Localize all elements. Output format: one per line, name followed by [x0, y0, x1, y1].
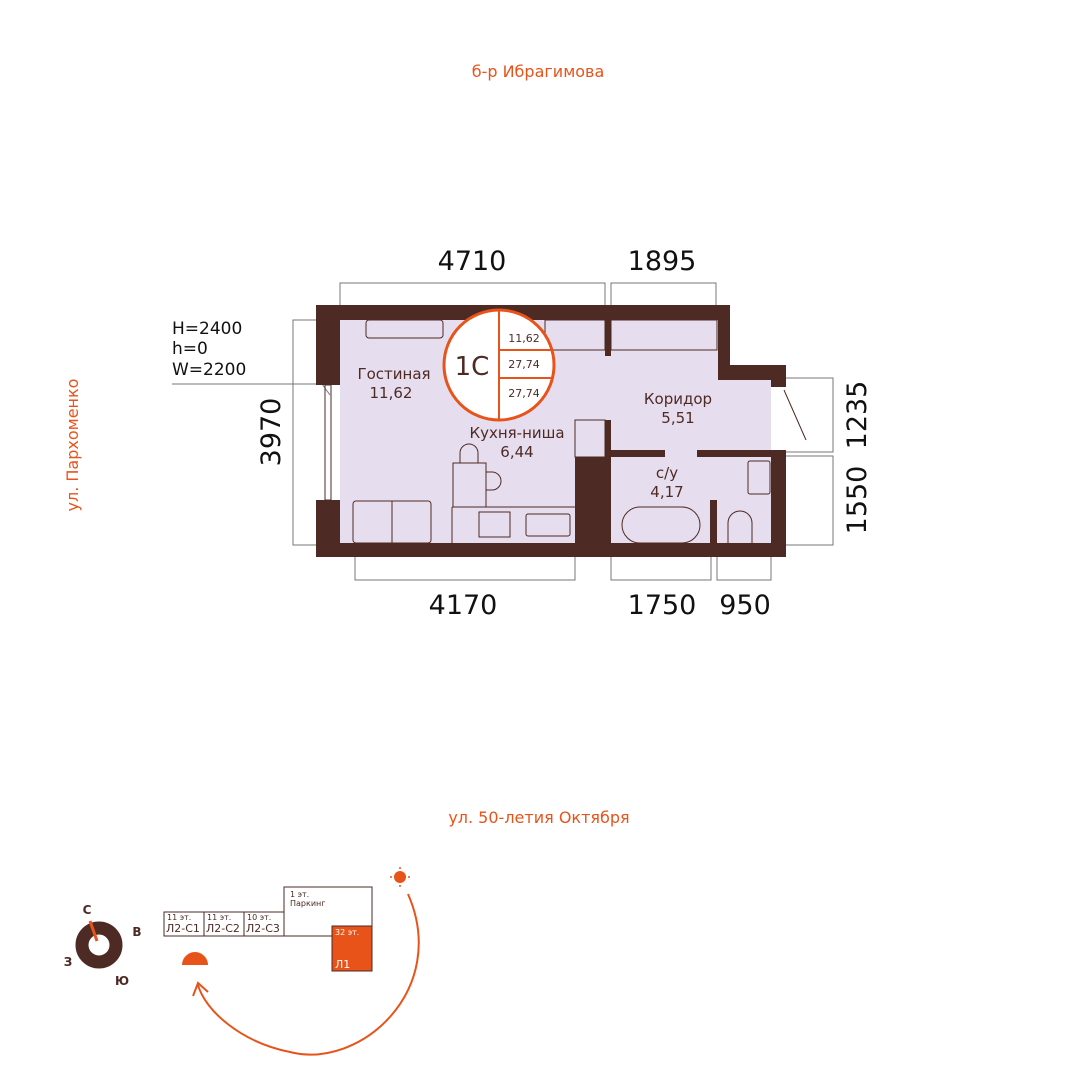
total-area-2: 27,74: [508, 387, 540, 400]
room-area: 6,44: [500, 443, 533, 461]
building-floors: 11 эт.: [167, 913, 191, 922]
entrance-door: [783, 389, 807, 441]
window-width: W=2200: [172, 360, 246, 380]
sunrise-icon: [182, 952, 208, 965]
street-left-label: ул. Пархоменко: [63, 379, 82, 512]
building-floors: 32 эт.: [335, 928, 359, 937]
dimension-bottom-right: 950: [719, 590, 771, 621]
compass-west: З: [64, 955, 73, 969]
room-name: с/у: [656, 464, 678, 482]
dimension-top-left: 4710: [438, 246, 507, 277]
street-bottom-label: ул. 50-летия Октября: [448, 808, 629, 827]
dimension-right-bottom: 1550: [842, 466, 873, 535]
dimension-bottom-left: 4170: [429, 590, 498, 621]
compass-north: С: [83, 903, 92, 917]
room-area: 4,17: [650, 483, 683, 501]
total-area: 27,74: [508, 358, 540, 371]
dimension-top-right: 1895: [628, 246, 697, 277]
building-label: Л1: [335, 958, 350, 971]
apartment-badge: 1С 11,62 27,74 27,74: [442, 308, 556, 422]
dimension-bottom-mid: 1750: [628, 590, 697, 621]
building-floors: 10 эт.: [247, 913, 271, 922]
street-top-label: б-р Ибрагимова: [472, 62, 605, 81]
compass-east: В: [132, 925, 141, 939]
dimension-right-top: 1235: [842, 381, 873, 450]
room-name: Гостиная: [357, 365, 430, 383]
compass-south: Ю: [115, 974, 129, 988]
building-label: Л2-С3: [246, 922, 280, 935]
bathtub-icon: [621, 506, 701, 544]
stove-icon: [478, 511, 511, 538]
living-area: 11,62: [508, 332, 540, 345]
apartment-type: 1С: [455, 352, 490, 382]
site-plan: [163, 886, 373, 972]
site-plan-labels: 11 эт. Л2-С1 11 эт. Л2-С2 10 эт. Л2-С3 1…: [166, 890, 359, 971]
window-sill: h=0: [172, 339, 208, 359]
wardrobe-icon: [610, 319, 718, 351]
building-floors: 1 эт.: [290, 890, 309, 899]
furniture: [352, 319, 771, 544]
building-label: Л2-С2: [206, 922, 240, 935]
building-label: Л2-С1: [166, 922, 200, 935]
fridge-icon: [574, 419, 606, 458]
window: [324, 384, 332, 501]
walls: [316, 305, 786, 557]
toilet-icon: [727, 510, 753, 543]
dimension-left: 3970: [256, 398, 287, 467]
building-label: Паркинг: [290, 899, 325, 908]
window-height: H=2400: [172, 319, 242, 339]
sun-icon: [394, 871, 406, 883]
sun-path: [182, 867, 420, 1056]
air-conditioner-icon: [365, 319, 444, 339]
washbasin-icon: [747, 460, 771, 495]
building-floors: 11 эт.: [207, 913, 231, 922]
sun-arc: [197, 893, 420, 1056]
room-name: Коридор: [644, 390, 712, 408]
sink-icon: [525, 513, 571, 537]
room-area: 11,62: [370, 384, 413, 402]
arrow-icon: [192, 981, 209, 997]
compass: С В Ю З: [64, 903, 142, 988]
room-area: 5,51: [661, 409, 694, 427]
room-name: Кухня-ниша: [469, 424, 564, 442]
